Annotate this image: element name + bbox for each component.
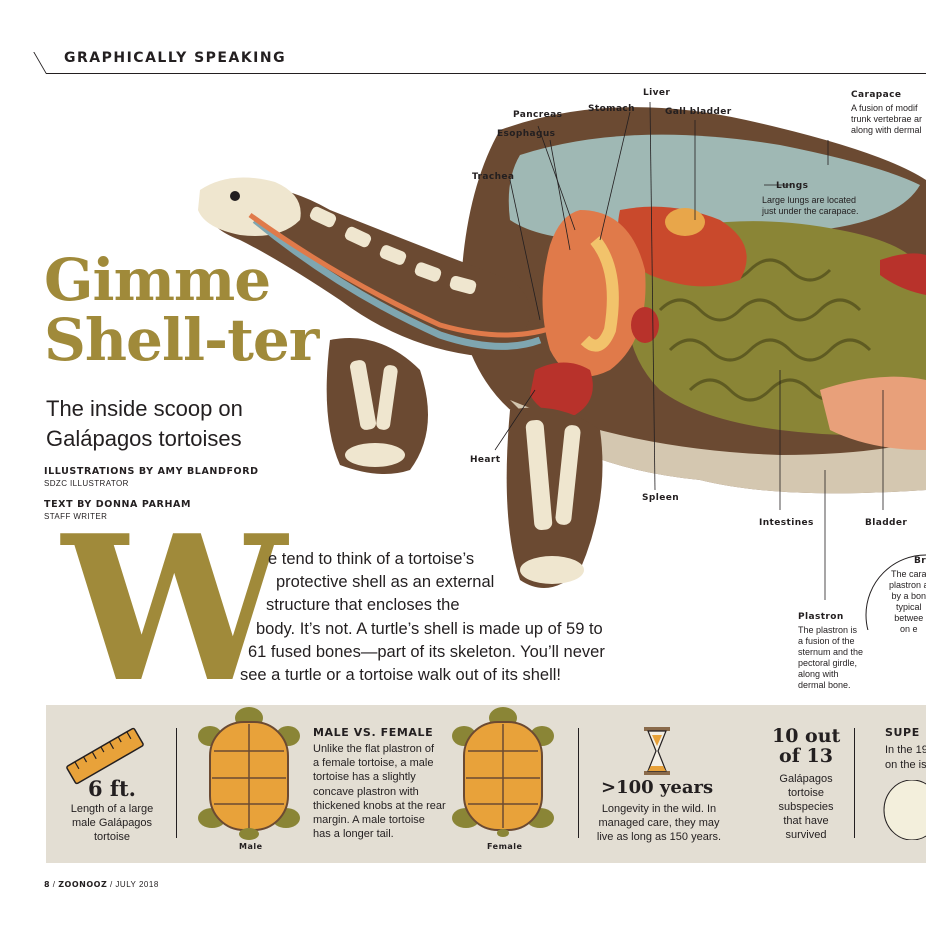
tortoise-anatomy-illustration <box>198 101 926 630</box>
plastron-shape <box>510 400 926 494</box>
label-lungs: Lungs <box>776 181 809 191</box>
intro-line-2: protective shell as an external <box>276 573 495 591</box>
skull-shape <box>198 177 301 236</box>
male-tortoise-icon <box>198 707 300 840</box>
article-subtitle: The inside scoop on Galápagos tortoises <box>46 396 243 451</box>
trachea-tube <box>252 217 542 350</box>
writer-credit: TEXT BY DONNA PARHAM <box>44 499 192 510</box>
intro-line-4: body. It’s not. A turtle’s shell is made… <box>256 620 603 638</box>
egg-icon <box>883 780 926 840</box>
male-caption: Male <box>239 842 263 851</box>
neck-shape <box>208 187 530 356</box>
label-trachea: Trachea <box>472 172 515 182</box>
label-breathing: Br <box>914 556 926 566</box>
intro-line-3: structure that encloses the <box>266 596 460 614</box>
intro-line-5: 61 fused bones—part of its skeleton. You… <box>248 643 605 661</box>
label-liver: Liver <box>643 88 671 98</box>
illustrator-role: SDZC ILLUSTRATOR <box>44 479 129 488</box>
esophagus-tube <box>248 212 561 338</box>
section-tick <box>33 52 60 74</box>
label-stomach: Stomach <box>588 104 635 114</box>
heart-shape <box>530 362 593 416</box>
gall-bladder-shape <box>665 208 705 236</box>
label-spleen: Spleen <box>642 493 680 503</box>
super-title: SUPE <box>885 726 920 739</box>
label-gall-bladder: Gall bladder <box>665 107 732 117</box>
article-title: Gimme Shell-ter <box>44 246 319 374</box>
section-rule <box>46 73 926 74</box>
liver-shape <box>618 206 747 287</box>
label-bladder: Bladder <box>865 518 908 528</box>
divider <box>578 728 579 838</box>
eye-shape <box>230 191 240 201</box>
callout-circle <box>865 554 926 630</box>
page-number: 8 <box>44 880 51 889</box>
lungs-shape <box>508 134 920 240</box>
label-pancreas: Pancreas <box>513 110 563 120</box>
label-esophagus: Esophagus <box>497 129 556 139</box>
kidney-shape <box>880 253 926 295</box>
size-value: 6 ft. <box>88 776 136 801</box>
label-heart: Heart <box>470 455 501 465</box>
female-tortoise-icon <box>452 707 554 837</box>
label-carapace: Carapace <box>851 90 902 100</box>
middle-leg-bones <box>520 420 584 584</box>
front-leg-bones <box>345 360 405 467</box>
leader-lines <box>494 101 884 600</box>
magazine-name: ZOONOOZ <box>58 880 108 889</box>
drop-cap: W <box>62 492 287 727</box>
issue-date: JULY 2018 <box>115 880 159 889</box>
neck-vertebrae <box>309 206 477 295</box>
divider <box>854 728 855 838</box>
label-intestines: Intestines <box>759 518 814 528</box>
ruler-icon <box>66 727 144 785</box>
writer-role: STAFF WRITER <box>44 512 108 521</box>
intro-line-1: e tend to think of a tortoise’s <box>268 550 475 568</box>
divider <box>176 728 177 838</box>
stomach-shape <box>542 210 646 377</box>
hourglass-icon <box>644 727 670 775</box>
page-footer: 8 / ZOONOOZ / JULY 2018 <box>44 880 159 889</box>
female-caption: Female <box>487 842 523 851</box>
section-label: GRAPHICALLY SPEAKING <box>64 50 287 66</box>
mvf-title: MALE VS. FEMALE <box>313 726 434 739</box>
illustrator-credit: ILLUSTRATIONS BY AMY BLANDFORD <box>44 466 259 477</box>
bladder-shape <box>820 376 926 450</box>
longevity-value: >100 years <box>601 777 714 798</box>
label-plastron: Plastron <box>798 612 844 622</box>
pancreas-shape <box>580 236 619 352</box>
spleen-shape <box>631 307 659 343</box>
intro-line-6: see a turtle or a tortoise walk out of i… <box>240 666 561 684</box>
